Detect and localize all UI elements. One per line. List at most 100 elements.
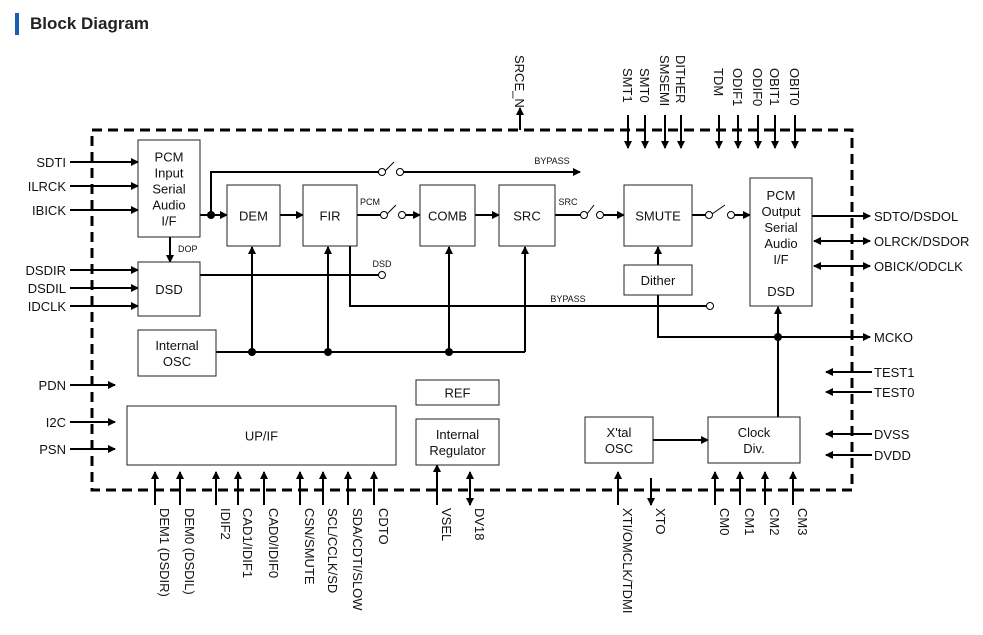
pin-label-right: TEST1 bbox=[874, 365, 914, 380]
internal-osc-block bbox=[137, 329, 217, 377]
pin-label-bottom: CDTO bbox=[376, 508, 391, 545]
pin-label-bottom: CM3 bbox=[795, 508, 810, 535]
pin-label-right: SDTO/DSDOL bbox=[874, 209, 958, 224]
pin-label-bottom: DEM0 (DSDIL) bbox=[182, 508, 197, 595]
pin-label-right: OLRCK/DSDOR bbox=[874, 234, 969, 249]
pin-label-left: PDN bbox=[39, 378, 66, 393]
title-accent-bar bbox=[15, 13, 19, 35]
dsd-label: DSD bbox=[372, 259, 392, 269]
internal-regulator-block bbox=[415, 418, 500, 466]
xtal-osc-label: OSC bbox=[605, 441, 633, 456]
pcm-input-label: Audio bbox=[152, 198, 185, 213]
pin-label-bottom: XTI/OMCLK/TDMI bbox=[620, 508, 635, 613]
internal-osc-label: OSC bbox=[163, 354, 191, 369]
dsd-block bbox=[137, 261, 201, 317]
wire bbox=[711, 204, 726, 215]
pin-label-bottom: CM0 bbox=[717, 508, 732, 535]
dem-label: DEM bbox=[239, 209, 268, 224]
pcm-output-label: Audio bbox=[764, 236, 797, 251]
wire bbox=[349, 246, 707, 307]
smute-label: SMUTE bbox=[635, 209, 681, 224]
pins: SDTIILRCKIBICKDSDIRDSDILIDCLKPDNI2CPSNSD… bbox=[26, 55, 970, 613]
pin-label-top: DITHER bbox=[673, 55, 688, 103]
pin-label-bottom: CM2 bbox=[767, 508, 782, 535]
switch-contact bbox=[396, 168, 404, 176]
pin-label-left: IBICK bbox=[32, 203, 66, 218]
pin-label-top: SMSEMI bbox=[657, 55, 672, 106]
pcm-input-label: PCM bbox=[155, 150, 184, 165]
pcm-input-label: Serial bbox=[152, 182, 185, 197]
dem-block bbox=[226, 184, 281, 247]
pin-label-bottom: SCL/CCLK/SD bbox=[325, 508, 340, 593]
pin-label-bottom: IDIF2 bbox=[218, 508, 233, 540]
pin-label-left: I2C bbox=[46, 415, 66, 430]
clock-div-label: Div. bbox=[743, 441, 764, 456]
pin-label-bottom: CAD1/IDIF1 bbox=[240, 508, 255, 578]
pin-label-right: DVDD bbox=[874, 448, 911, 463]
comb-label: COMB bbox=[428, 209, 467, 224]
dop-label: DOP bbox=[178, 244, 198, 254]
wire bbox=[657, 295, 871, 341]
pin-label-left: ILRCK bbox=[28, 179, 67, 194]
internal-regulator-label: Internal bbox=[436, 427, 479, 442]
xtal-osc-block bbox=[584, 416, 654, 464]
pin-label-top: ODIF1 bbox=[730, 68, 745, 106]
junction-dot bbox=[324, 348, 332, 356]
pin-label-left: PSN bbox=[39, 442, 66, 457]
wire bbox=[586, 204, 595, 215]
switch-contact bbox=[580, 211, 588, 219]
pin-label-bottom: DV18 bbox=[472, 508, 487, 541]
src-label: SRC bbox=[513, 209, 540, 224]
switch-contact bbox=[727, 211, 735, 219]
switch-contact bbox=[378, 168, 386, 176]
src-block bbox=[498, 184, 556, 247]
pcm-input-label: Input bbox=[155, 166, 184, 181]
upif-block bbox=[126, 405, 397, 466]
pin-label-top: OBIT0 bbox=[787, 68, 802, 106]
fir-label: FIR bbox=[320, 209, 341, 224]
switch-contact bbox=[596, 211, 604, 219]
pin-label-right: TEST0 bbox=[874, 385, 914, 400]
pcm-input-label: I/F bbox=[161, 214, 176, 229]
ref-block bbox=[415, 379, 500, 406]
wire bbox=[384, 161, 395, 172]
clock-div-label: Clock bbox=[738, 425, 771, 440]
pin-label-right: OBICK/ODCLK bbox=[874, 259, 963, 274]
pcm-output-block bbox=[749, 177, 813, 307]
pin-label-bottom: SDA/CDTI/SLOW bbox=[350, 508, 365, 611]
bypass-label: BYPASS bbox=[534, 156, 569, 166]
pin-label-top: TDM bbox=[711, 68, 726, 96]
comb-block bbox=[419, 184, 476, 247]
pcm-label: PCM bbox=[360, 197, 380, 207]
switch-contact bbox=[380, 211, 388, 219]
wire bbox=[386, 204, 397, 215]
pcm-input-block bbox=[137, 139, 201, 238]
page-title: Block Diagram bbox=[30, 14, 150, 33]
dither-label: Dither bbox=[641, 273, 676, 288]
src-label: SRC bbox=[558, 197, 578, 207]
pin-label-right: DVSS bbox=[874, 427, 910, 442]
clock-div-block bbox=[707, 416, 801, 464]
pin-label-bottom: CM1 bbox=[742, 508, 757, 535]
xtal-osc-label: X'tal bbox=[607, 425, 632, 440]
pin-label-left: DSDIL bbox=[28, 281, 66, 296]
pcm-output-label: I/F bbox=[773, 252, 788, 267]
internal-osc-label: Internal bbox=[155, 338, 198, 353]
pin-label-left: DSDIR bbox=[26, 263, 66, 278]
smute-block bbox=[623, 184, 693, 247]
fir-block bbox=[302, 184, 358, 247]
pin-label-left: SDTI bbox=[36, 155, 66, 170]
dither-block bbox=[623, 264, 693, 296]
pcm-output-dsd-label: DSD bbox=[767, 284, 794, 299]
wire bbox=[210, 171, 380, 215]
pin-label-top: OBIT1 bbox=[767, 68, 782, 106]
pcm-output-label: Output bbox=[761, 204, 800, 219]
pin-label-bottom: VSEL bbox=[439, 508, 454, 541]
pin-label-right: MCKO bbox=[874, 330, 913, 345]
junction-dot bbox=[248, 348, 256, 356]
switch-contact bbox=[705, 211, 713, 219]
